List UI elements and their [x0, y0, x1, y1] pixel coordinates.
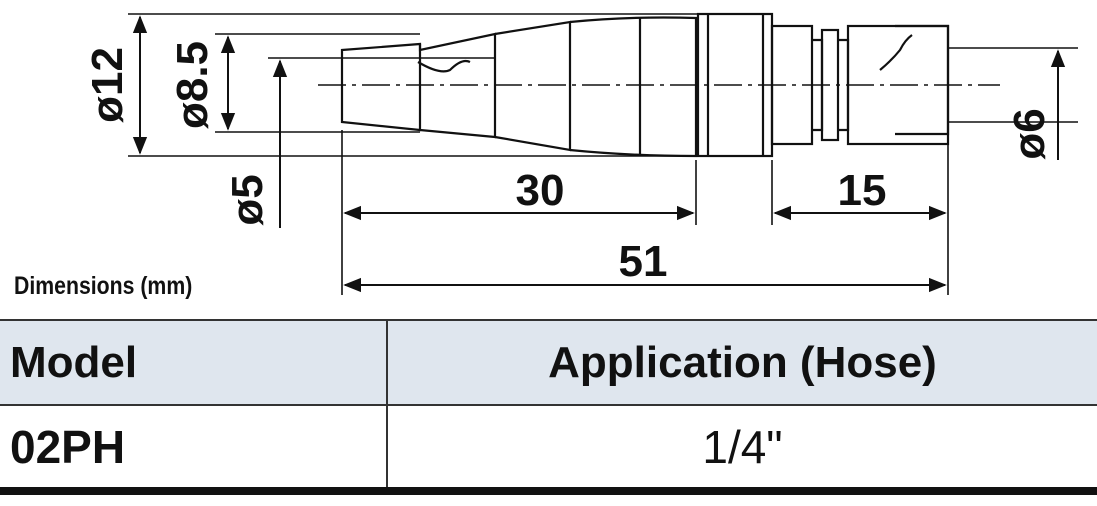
extension-lines — [128, 13, 1078, 295]
barb-diameter-label: ø8.5 — [168, 41, 217, 129]
total-length-label: 51 — [619, 237, 668, 286]
cell-model: 02PH — [0, 405, 388, 491]
plug-length-label: 15 — [838, 166, 887, 215]
plug-diameter-label: ø6 — [1005, 108, 1054, 159]
cell-application: 1/4" — [702, 420, 783, 473]
header-application: Application (Hose) — [387, 320, 1097, 405]
hose-barb-plug-drawing: ø12 ø8.5 ø5 ø6 30 15 51 — [83, 12, 1078, 295]
barb-length-label: 30 — [516, 166, 565, 215]
outer-diameter-label: ø12 — [83, 47, 132, 123]
spec-table: Model Application (Hose) 02PH 1/4" — [0, 319, 1097, 495]
dimension-lines — [132, 15, 1066, 293]
dimensions-caption: Dimensions (mm) — [14, 272, 193, 300]
table-row: 02PH 1/4" — [0, 405, 1097, 491]
header-model: Model — [0, 320, 388, 405]
bore-diameter-label: ø5 — [223, 174, 272, 225]
table-header-row: Model Application (Hose) — [0, 320, 1097, 405]
